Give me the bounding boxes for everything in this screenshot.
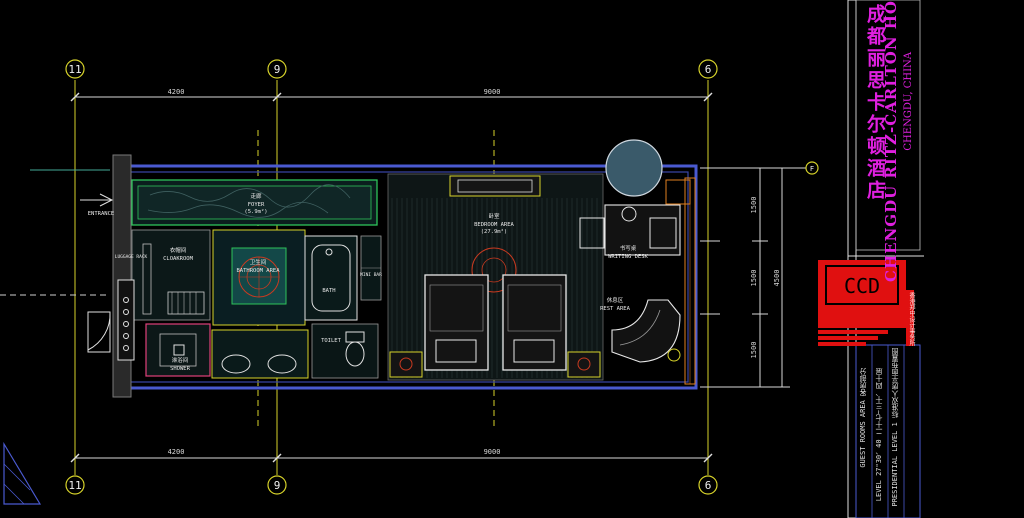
- label-bedroom-en: BEDROOM AREA: [474, 222, 514, 228]
- grid-marker-bottom-9: 9: [274, 479, 281, 492]
- entrance-door: [87, 279, 135, 361]
- bathtub: [304, 235, 358, 321]
- ucs-icon: [3, 441, 42, 505]
- minibar: [360, 235, 382, 301]
- right-dimension: [700, 167, 810, 388]
- logo-subtitle: 香港郑中设计事务所: [908, 292, 915, 346]
- title-line-2: LEVEL 27"30、40 二十七~三十、四十层: [875, 368, 883, 502]
- label-luggage: LUGGAGE RACK: [115, 254, 148, 260]
- bedroom: [387, 173, 604, 381]
- room-labels: ENTRANCE 走廊 FOYER (5.9m²) LUGGAGE RACK 衣…: [88, 192, 649, 372]
- toilet: [311, 323, 379, 379]
- label-bathroom-en: BATHROOM AREA: [236, 268, 280, 274]
- dim-bottom-9000: 9000: [484, 448, 501, 456]
- label-writing-cn: 书写桌: [620, 244, 637, 252]
- entrance-arrow: [80, 193, 114, 207]
- title-line-1: GUEST ROOMS AREA 客房部分: [859, 368, 867, 468]
- grid-labels: 11 9 6 11 9 6 F: [68, 63, 814, 492]
- grid-marker-top-11: 11: [68, 63, 81, 76]
- label-shower-en: SHOWER: [170, 366, 191, 372]
- ccd-logo: CCD: [818, 260, 914, 346]
- label-rest-en: REST AREA: [600, 306, 630, 312]
- dim-top-4200: 4200: [168, 88, 185, 96]
- dim-right-1500-b: 1500: [750, 270, 758, 287]
- hotel-name-cn: 成都丽思卡尔顿酒店: [864, 4, 886, 202]
- label-writing-en: WRITING DESK: [608, 254, 648, 260]
- grid-marker-bottom-11: 11: [68, 479, 81, 492]
- label-entrance: ENTRANCE: [88, 211, 115, 217]
- bathroom: [212, 229, 306, 326]
- hotel-location: CHENGDU, CHINA: [903, 52, 914, 151]
- title-block-frame: [847, 0, 924, 518]
- window-wall: [684, 177, 696, 385]
- label-foyer-cn: 走廊: [250, 192, 262, 200]
- grid-bubbles: [65, 59, 819, 495]
- label-cloakroom-cn: 衣帽间: [170, 246, 187, 254]
- grid-marker-top-9: 9: [274, 63, 281, 76]
- label-shower-cn: 淋浴间: [172, 356, 189, 364]
- cloakroom: [131, 229, 211, 321]
- dimension-ticks: [70, 92, 713, 463]
- label-bedroom-area: (27.9m²): [481, 228, 508, 235]
- dim-right-1500-a: 1500: [750, 197, 758, 214]
- dim-top-9000: 9000: [484, 88, 501, 96]
- writing-desk: [579, 204, 681, 256]
- grid-marker-right-f: F: [810, 165, 814, 173]
- grid-marker-top-6: 6: [705, 63, 712, 76]
- dim-bottom-4200: 4200: [168, 448, 185, 456]
- label-toilet: TOILET: [321, 338, 342, 344]
- label-foyer-en: FOYER: [248, 202, 265, 208]
- logo-text: CCD: [844, 274, 880, 298]
- foyer: [131, 179, 378, 226]
- title-line-3: PRESIDENTIAL LEVEL 1 标准双人房平面布置图: [891, 348, 899, 507]
- hotel-name-en: CHENGDU RITZ-CARLTON HO: [882, 0, 900, 282]
- dim-right-total: 4500: [773, 270, 781, 287]
- shower: [145, 323, 211, 377]
- round-table: [605, 139, 691, 205]
- grid-marker-bottom-6: 6: [705, 479, 712, 492]
- dim-right-1500-c: 1500: [750, 342, 758, 359]
- label-foyer-area: (5.9m²): [244, 208, 267, 215]
- label-rest-cn: 休息区: [607, 296, 624, 304]
- label-bath: BATH: [322, 288, 335, 294]
- label-bedroom-cn: 卧室: [488, 212, 500, 220]
- dimension-labels: 4200 9000 4200 9000 1500 1500 1500 4500: [168, 88, 781, 456]
- dimension-lines: [75, 96, 708, 459]
- label-minibar: MINI BAR: [360, 272, 382, 278]
- label-bathroom-cn: 卫生间: [250, 258, 267, 266]
- label-cloakroom-en: CLOAKROOM: [163, 256, 193, 262]
- rest-area: [611, 299, 681, 363]
- vanity: [211, 329, 309, 379]
